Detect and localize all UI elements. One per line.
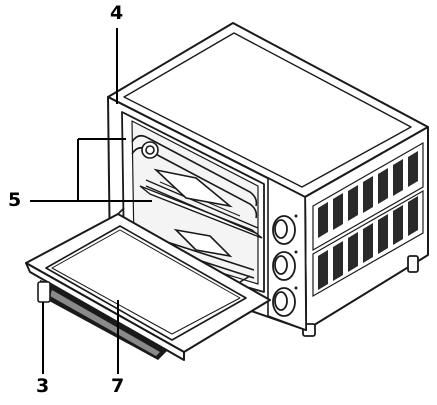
- oven-door: [25, 213, 271, 361]
- baking-tray: [153, 168, 233, 258]
- door-hinges: [117, 207, 251, 283]
- wire-rack: [139, 179, 263, 239]
- side-vents-upper: [318, 151, 418, 238]
- callout-5: 5: [8, 189, 22, 211]
- leader-lines: [30, 28, 152, 374]
- control-knobs: [272, 215, 296, 317]
- callout-7: 7: [111, 375, 125, 397]
- knob-indicators: [294, 214, 298, 290]
- side-vents-lower: [318, 196, 418, 290]
- callout-4: 4: [110, 2, 124, 24]
- callout-3: 3: [36, 375, 50, 397]
- side-vent-frame: [312, 141, 424, 298]
- heating-element-upper: [131, 134, 258, 219]
